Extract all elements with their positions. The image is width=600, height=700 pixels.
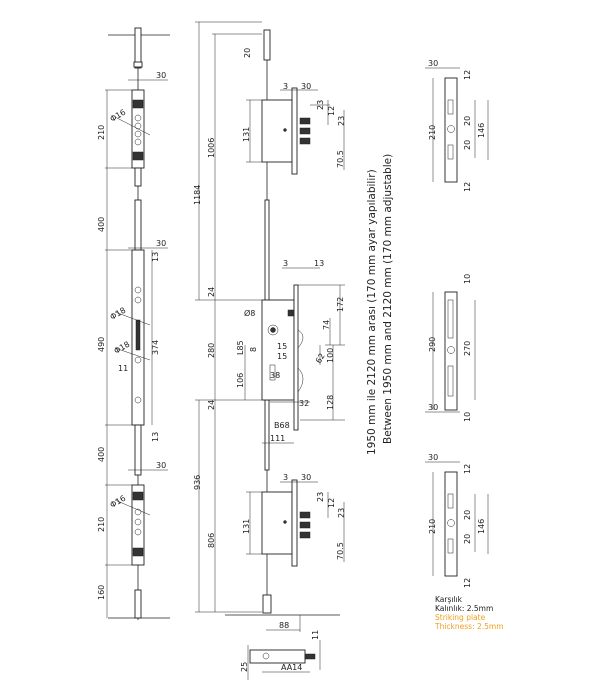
- dim-end-length: 160: [97, 585, 106, 600]
- striking-plate-middle: 10 290 270 30 10: [425, 274, 476, 422]
- legend-tr-title: Karşılık: [435, 595, 463, 604]
- dim-lock-bot-offset: 24: [207, 400, 216, 410]
- legend-en-thickness: Thickness: 2.5mm: [434, 622, 504, 631]
- legend-en-title: Striking plate: [435, 613, 486, 622]
- dim-b: 20: [463, 534, 472, 544]
- dim-height: 210: [428, 519, 437, 534]
- dim-131: 131: [242, 519, 251, 534]
- dim-23b: 23: [337, 508, 346, 518]
- dim-bot-to-lock: 806: [207, 533, 216, 548]
- dim-mid-bot-offset: 13: [151, 432, 160, 442]
- dim-mid-inner: 374: [151, 340, 160, 355]
- left-rod-assembly: [105, 27, 170, 620]
- dim-85: L85: [236, 340, 245, 355]
- dim-top-width: 30: [156, 71, 166, 80]
- note-turkish: 1950 mm ile 2120 mm arası (170 mm ayar y…: [366, 169, 378, 455]
- dim-bottom: 10: [463, 412, 472, 422]
- dim-lock-height: 280: [207, 343, 216, 358]
- dim-15a: 15: [277, 342, 287, 351]
- dim-106: 106: [236, 373, 245, 388]
- dim-25: 25: [240, 662, 249, 672]
- dim-131: 131: [242, 127, 251, 142]
- dim-8: 8: [249, 347, 258, 352]
- dim-bot-length: 210: [97, 517, 106, 532]
- dim-128: 128: [326, 395, 335, 410]
- dim-3: 3: [283, 259, 288, 268]
- dim-width: 30: [428, 59, 438, 68]
- dim-bot-width: 30: [156, 461, 166, 470]
- dim-diameter-8: Ø8: [244, 308, 255, 318]
- dim-mid-small: 11: [118, 364, 128, 373]
- dim-bottom: 12: [463, 578, 472, 588]
- dim-b: 20: [463, 140, 472, 150]
- dim-width: 30: [428, 403, 438, 412]
- dim-88: 88: [279, 621, 289, 630]
- striking-plate-bottom: 30 12 210 20 20 146 12: [425, 453, 489, 588]
- dim-13: 13: [314, 259, 324, 268]
- dim-62: 62: [314, 352, 327, 365]
- dim-top: 12: [463, 70, 472, 80]
- dim-total-bottom: 936: [193, 475, 202, 490]
- main-lock: 3 13 172 Ø8 74 L85 8 15 15 62 100 106 38…: [236, 259, 345, 444]
- dim-top: 10: [463, 274, 472, 284]
- dim-mid-hole2: Φ18: [113, 340, 132, 356]
- bottom-lock: 3 30 23 12 23 131 70.5: [242, 473, 346, 567]
- dim-a: 20: [463, 510, 472, 520]
- dim-23b: 23: [337, 116, 346, 126]
- dim-inner: 270: [463, 341, 472, 356]
- striking-plate-top: 30 12 210 20 20 146 12: [425, 59, 489, 192]
- dim-top-hole: Φ16: [109, 108, 128, 124]
- dim-bot-hole: Φ16: [109, 494, 128, 510]
- dim-mid-width: 30: [156, 239, 166, 248]
- left-rod-dimensions: 30 210 Φ16 400 30 13 Φ18 490 Φ18 374 11 …: [97, 71, 166, 600]
- dim-aa14: AA14: [281, 663, 302, 672]
- dim-top: 12: [463, 464, 472, 474]
- dim-38: 38: [270, 371, 280, 380]
- dim-70-5: 70.5: [336, 150, 345, 168]
- dim-70-5: 70.5: [336, 542, 345, 560]
- dim-3: 3: [283, 82, 288, 91]
- top-lock: 3 30 23 12 23 131 70.5: [242, 82, 346, 175]
- dim-top-rod-end: 20: [243, 48, 252, 58]
- legend: Karşılık Kalınlık: 2.5mm Striking plate …: [434, 595, 504, 631]
- dim-lock-top-offset: 24: [207, 287, 216, 297]
- dim-32: 32: [299, 399, 309, 408]
- bottom-details: 88 11 25 AA14: [225, 614, 340, 680]
- dim-backset-68: B68: [274, 421, 290, 430]
- overall-dimensions: 1184 1006 24 280 24 936 806 20: [193, 21, 270, 613]
- dim-gap2: 400: [97, 447, 106, 462]
- dim-gap1: 400: [97, 217, 106, 232]
- dim-12: 12: [327, 498, 336, 508]
- dim-23a: 23: [316, 100, 325, 110]
- dim-mid-hole1: Φ18: [109, 306, 128, 322]
- dim-172: 172: [336, 297, 345, 312]
- dim-mid-top-offset: 13: [151, 252, 160, 262]
- dim-111: 111: [270, 434, 285, 443]
- dim-c: 146: [477, 123, 486, 138]
- dim-30: 30: [301, 82, 311, 91]
- dim-height: 290: [428, 337, 437, 352]
- dim-100: 100: [326, 348, 335, 363]
- dim-12: 12: [327, 106, 336, 116]
- dim-width: 30: [428, 453, 438, 462]
- note-english: Between 1950 mm and 2120 mm (170 mm adju…: [382, 154, 394, 444]
- dim-30: 30: [301, 473, 311, 482]
- dim-3: 3: [283, 473, 288, 482]
- dim-c: 146: [477, 519, 486, 534]
- dim-23a: 23: [316, 492, 325, 502]
- dim-height: 210: [428, 125, 437, 140]
- dim-bottom: 12: [463, 182, 472, 192]
- dim-mid-length: 490: [97, 337, 106, 352]
- dim-15b: 15: [277, 352, 287, 361]
- dim-a: 20: [463, 116, 472, 126]
- dim-total-top: 1184: [193, 185, 202, 205]
- dim-top-length: 210: [97, 125, 106, 140]
- dim-top-to-lock: 1006: [207, 138, 216, 158]
- dim-11: 11: [311, 630, 320, 640]
- legend-tr-thickness: Kalınlık: 2.5mm: [435, 604, 493, 613]
- dim-74: 74: [322, 320, 331, 330]
